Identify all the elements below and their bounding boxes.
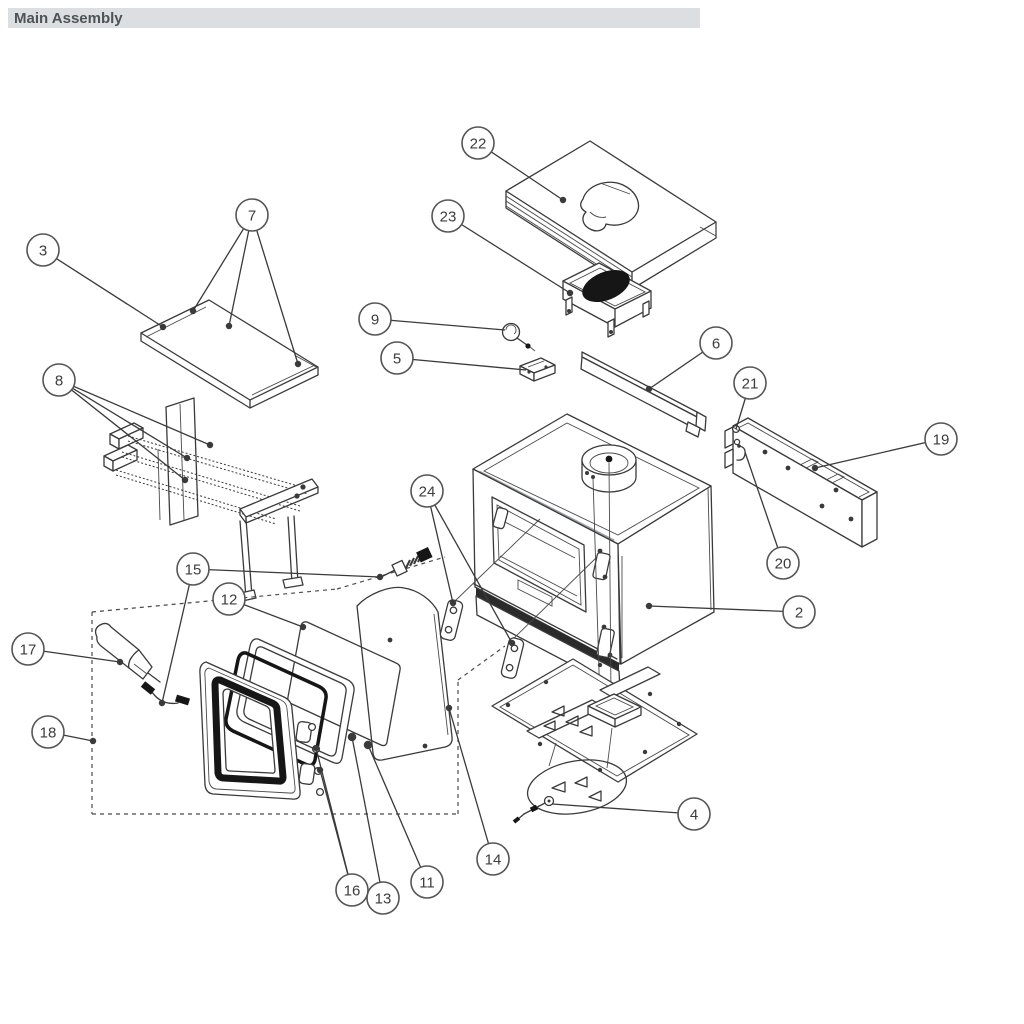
part-trim-bar [580, 351, 707, 438]
door-catch [492, 507, 509, 530]
balloon-number-15: 15 [185, 561, 202, 578]
title-bar-bg [8, 8, 700, 28]
vent-triangles [543, 705, 593, 737]
air-tubes [115, 435, 309, 525]
balloon-circle-23 [431, 199, 465, 233]
balloon-circle-20 [766, 546, 800, 580]
balloon-number-21: 21 [742, 375, 759, 392]
part-top-plate [505, 140, 717, 290]
callout-2: 2 [645, 595, 816, 629]
callout-5: 5 [380, 341, 527, 375]
part-air-manifold [103, 397, 319, 603]
part-door-handle [94, 622, 161, 683]
callout-8: 8 [42, 363, 214, 484]
balloon-circle-22 [461, 126, 495, 160]
callout-7: 7 [189, 198, 302, 368]
balloon-number-8: 8 [55, 372, 63, 389]
part-rear-shield [724, 417, 878, 548]
stove-hinge-lugs [592, 548, 615, 659]
balloon-circle-12 [212, 582, 246, 616]
balloon-circle-7 [235, 198, 269, 232]
damper-opening [582, 269, 630, 303]
balloon-circle-16 [335, 873, 369, 907]
balloon-circle-24 [410, 474, 444, 508]
balloon-circle-14 [476, 842, 510, 876]
balloon-number-3: 3 [39, 242, 47, 259]
part-hinge-straps [439, 599, 525, 679]
balloon-number-22: 22 [470, 135, 487, 152]
callout-15: 15 [158, 552, 384, 707]
part-door-frame [199, 661, 325, 800]
balloon-number-17: 17 [20, 641, 37, 658]
balloon-number-16: 16 [344, 882, 361, 899]
balloon-number-6: 6 [712, 335, 720, 352]
balloon-number-14: 14 [485, 851, 502, 868]
callout-17: 17 [11, 632, 124, 666]
door-opening [491, 496, 587, 613]
callout-11: 11 [364, 741, 444, 899]
balloon-circle-2 [782, 595, 816, 629]
balloon-number-20: 20 [775, 555, 792, 572]
balloon-number-11: 11 [419, 874, 435, 891]
balloon-number-2: 2 [795, 604, 803, 621]
balloon-circle-18 [31, 715, 65, 749]
callout-12: 12 [212, 582, 307, 631]
part-baffle-plate [140, 299, 319, 409]
callout-4: 4 [551, 797, 711, 831]
balloon-circle-21 [733, 366, 767, 400]
balloon-circle-8 [42, 363, 76, 397]
balloon-number-24: 24 [419, 483, 436, 500]
callout-3: 3 [26, 233, 167, 331]
callout-24: 24 [410, 474, 516, 647]
page-title: Main Assembly [14, 10, 123, 27]
callout-20: 20 [744, 451, 800, 580]
callout-23: 23 [431, 199, 574, 297]
balloon-number-9: 9 [371, 311, 379, 328]
balloon-circle-6 [699, 326, 733, 360]
balloon-circle-4 [677, 797, 711, 831]
callout-19: 19 [811, 422, 958, 472]
shaker-key [512, 795, 555, 824]
balloon-circle-3 [26, 233, 60, 267]
callout-6: 6 [645, 326, 733, 393]
callout-16: 16 [312, 744, 369, 907]
balloon-circle-19 [924, 422, 958, 456]
balloon-number-5: 5 [393, 350, 401, 367]
balloon-circle-5 [380, 341, 414, 375]
balloon-circle-13 [366, 881, 400, 915]
callout-18: 18 [31, 715, 97, 749]
callout-14: 14 [445, 704, 510, 876]
balloon-circle-17 [11, 632, 45, 666]
front-sill [476, 588, 619, 671]
balloon-circle-9 [358, 302, 392, 336]
callout-13: 13 [348, 733, 400, 915]
balloon-number-23: 23 [440, 208, 457, 225]
door-latch-assembly [380, 547, 433, 578]
air-inlet-box [587, 693, 642, 728]
balloon-number-13: 13 [375, 890, 392, 907]
callout-21: 21 [733, 366, 767, 430]
balloon-number-7: 7 [248, 207, 256, 224]
balloon-circle-11 [410, 865, 444, 899]
title-bar: Main Assembly [8, 8, 700, 28]
balloon-number-12: 12 [221, 591, 238, 608]
callout-9: 9 [358, 302, 506, 336]
part-back-panel [356, 586, 453, 761]
balloon-circle-15 [176, 552, 210, 586]
callout-22: 22 [461, 126, 567, 204]
part-bottom-plate [491, 658, 698, 824]
part-thermometer [501, 322, 536, 352]
balloon-number-19: 19 [933, 431, 950, 448]
detail-bubble [526, 759, 628, 815]
balloon-number-4: 4 [690, 806, 698, 823]
part-flue-damper [562, 262, 652, 338]
balloon-number-18: 18 [40, 724, 57, 741]
